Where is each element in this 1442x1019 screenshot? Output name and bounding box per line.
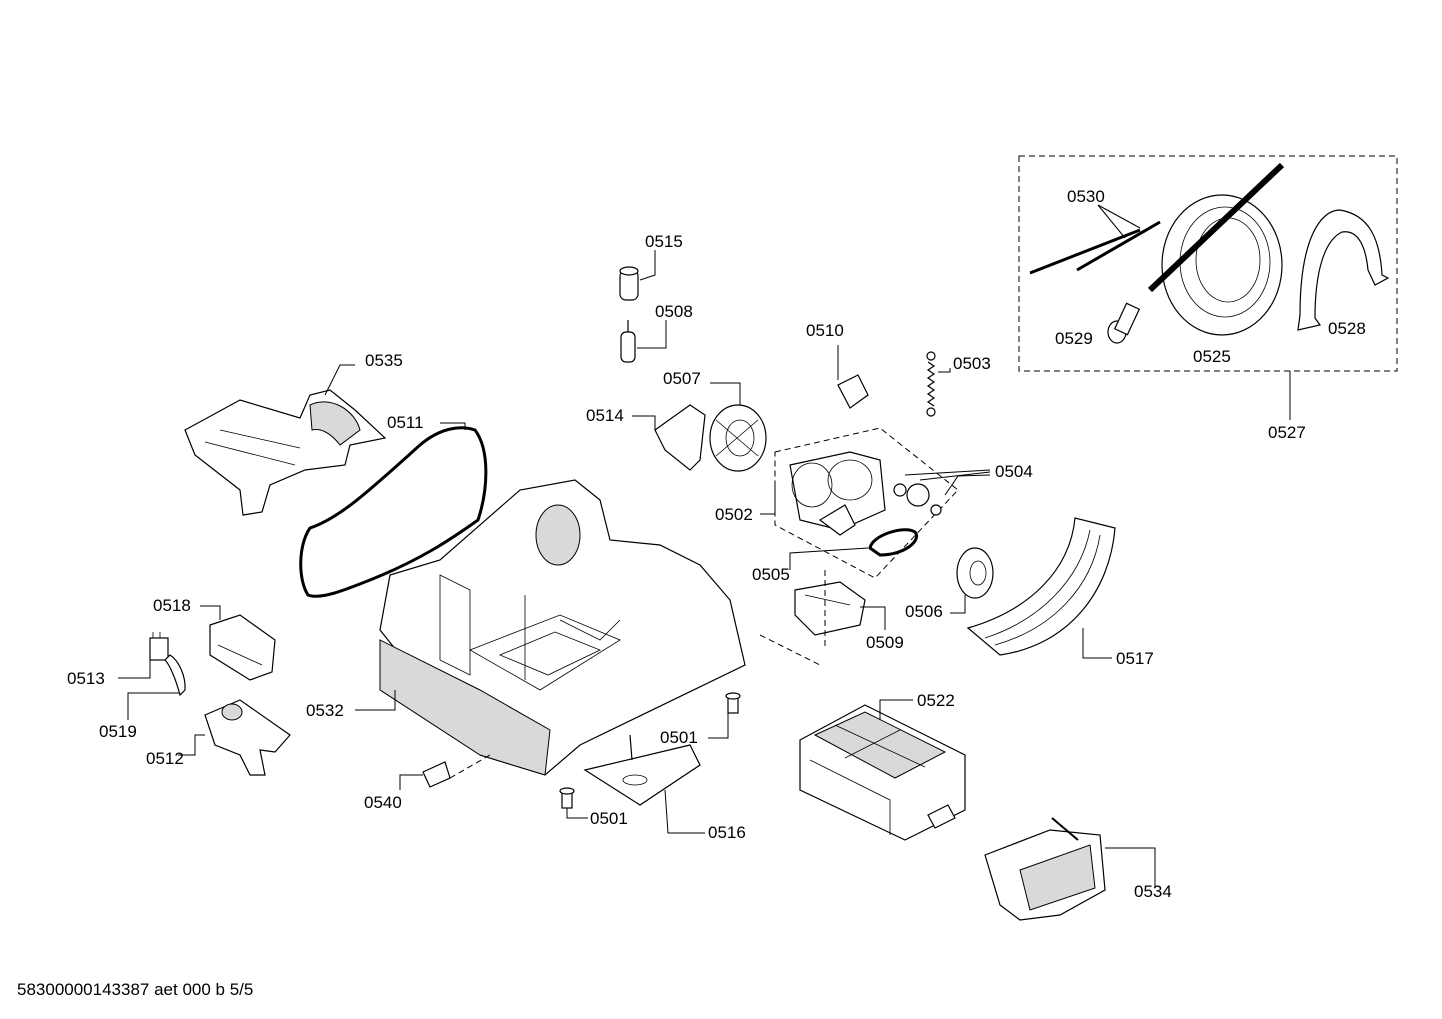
label-0508[interactable]: 0508 <box>655 302 693 321</box>
label-0512[interactable]: 0512 <box>146 749 184 768</box>
label-0534[interactable]: 0534 <box>1134 882 1172 901</box>
label-0518[interactable]: 0518 <box>153 596 191 615</box>
label-0516[interactable]: 0516 <box>708 823 746 842</box>
label-0540[interactable]: 0540 <box>364 793 402 812</box>
label-0529[interactable]: 0529 <box>1055 329 1093 348</box>
part-0515[interactable]: 0515 <box>619 232 683 301</box>
part-0510-bracket[interactable]: 0510 <box>806 321 869 409</box>
label-0535[interactable]: 0535 <box>365 351 403 370</box>
label-0507[interactable]: 0507 <box>663 369 701 388</box>
label-0506[interactable]: 0506 <box>905 602 943 621</box>
part-0505-drive-belt[interactable]: 0505 <box>752 528 919 584</box>
part-0518-module[interactable]: 0518 <box>153 596 276 681</box>
part-0516-plate[interactable]: 0516 <box>583 734 746 842</box>
part-0512-pump[interactable]: 0512 <box>146 699 291 776</box>
part-0506-fan[interactable]: 0506 <box>905 547 994 621</box>
part-0502-motor[interactable]: 0502 <box>715 427 959 579</box>
part-0530-cable-ties[interactable]: 0530 <box>1029 187 1161 275</box>
part-0517-filter-sheet[interactable]: 0517 <box>966 517 1154 668</box>
part-0514-fan-cover[interactable]: 0514 <box>586 404 706 471</box>
label-0504[interactable]: 0504 <box>995 462 1033 481</box>
kit-group-0527: 0527 <box>1018 155 1398 442</box>
part-0532-base-frame[interactable]: 0532 <box>306 479 746 776</box>
part-0525-hose[interactable]: 0525 <box>1147 162 1285 366</box>
label-0505[interactable]: 0505 <box>752 565 790 584</box>
label-0519[interactable]: 0519 <box>99 722 137 741</box>
part-0535-air-duct[interactable]: 0535 <box>184 351 403 516</box>
part-0508[interactable]: 0508 <box>620 302 693 363</box>
label-0517[interactable]: 0517 <box>1116 649 1154 668</box>
label-0503[interactable]: 0503 <box>953 354 991 373</box>
label-0522[interactable]: 0522 <box>917 691 955 710</box>
label-0509[interactable]: 0509 <box>866 633 904 652</box>
part-0511-seal[interactable]: 0511 <box>299 413 488 598</box>
part-0501-screw-upper[interactable]: 0501 <box>660 692 741 747</box>
label-0502[interactable]: 0502 <box>715 505 753 524</box>
label-0514[interactable]: 0514 <box>586 406 624 425</box>
part-0513-connector[interactable]: 0513 <box>67 632 169 688</box>
label-0510[interactable]: 0510 <box>806 321 844 340</box>
part-0501-screw-lower[interactable]: 0501 <box>559 787 628 828</box>
label-0515[interactable]: 0515 <box>645 232 683 251</box>
label-0501b[interactable]: 0501 <box>590 809 628 828</box>
label-0525[interactable]: 0525 <box>1193 347 1231 366</box>
label-0501a[interactable]: 0501 <box>660 728 698 747</box>
label-0528[interactable]: 0528 <box>1328 319 1366 338</box>
part-0522-filter-cassette[interactable]: 0522 <box>799 691 966 841</box>
label-0530[interactable]: 0530 <box>1067 187 1105 206</box>
document-id: 58300000143387 aet 000 b 5/5 <box>17 980 254 999</box>
part-0509-cover[interactable]: 0509 <box>794 581 904 652</box>
part-0504-bearings[interactable]: 0504 <box>893 462 1033 516</box>
label-0527[interactable]: 0527 <box>1268 423 1306 442</box>
part-0519-hose[interactable]: 0519 <box>99 654 186 741</box>
part-0528-hose-bracket[interactable]: 0528 <box>1297 209 1390 338</box>
part-0529-hose-fitting[interactable]: 0529 <box>1055 302 1141 348</box>
label-0511[interactable]: 0511 <box>387 413 424 432</box>
label-0513[interactable]: 0513 <box>67 669 105 688</box>
label-0532[interactable]: 0532 <box>306 701 344 720</box>
assembly-guides <box>759 570 826 666</box>
part-0540-cap[interactable]: 0540 <box>364 754 491 812</box>
part-0507-fan-wheel[interactable]: 0507 <box>663 369 767 472</box>
part-0534-filter-frame[interactable]: 0534 <box>984 817 1172 921</box>
part-0503-spring[interactable]: 0503 <box>926 351 991 417</box>
